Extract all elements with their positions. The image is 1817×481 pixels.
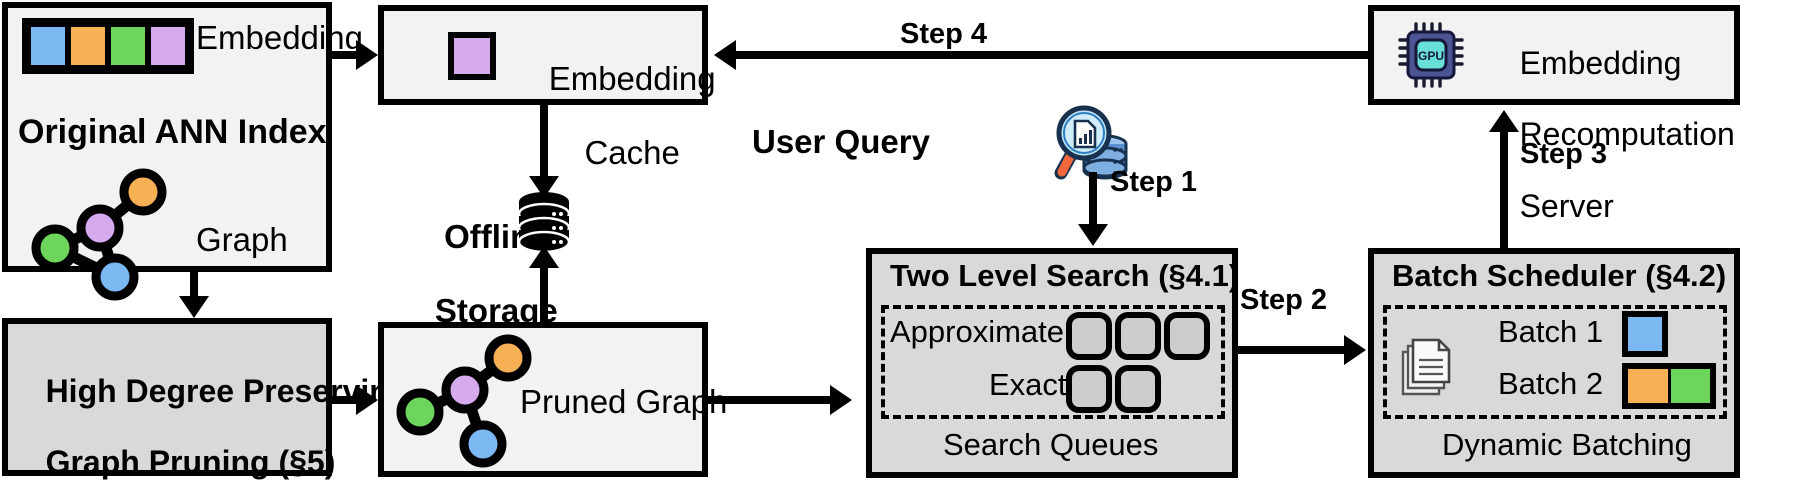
dynamic-batching-group: [1383, 305, 1727, 419]
graph-pruning-title: High Degree Preserving Graph Pruning (§5…: [10, 338, 409, 481]
original-ann-index-title: Original ANN Index: [18, 113, 327, 151]
arrowhead-cache-to-storage: [529, 176, 559, 198]
recomputation-server-line3: Server: [1519, 188, 1614, 225]
batch-1-label: Batch 1: [1498, 314, 1604, 349]
arrowhead-pruned-to-search: [830, 385, 852, 415]
embedding-swatch-purple: [148, 24, 188, 68]
connector-pruning-to-pruned: [332, 396, 358, 404]
graph-label: Graph: [196, 221, 288, 258]
queue-slot: [1066, 312, 1112, 360]
search-queues-group: [881, 305, 1225, 419]
connector-pruned-to-search: [708, 396, 832, 404]
search-queues-footer: Search Queues: [943, 427, 1159, 462]
queue-slot: [1164, 312, 1210, 360]
embedding-swatch-green: [108, 24, 148, 68]
recomputation-server-title: Embedding Recomputation Server: [1484, 10, 1735, 261]
exact-label: Exact: [989, 367, 1067, 402]
connector-cache-to-storage: [540, 105, 548, 183]
connector-index-to-pruning: [190, 272, 198, 302]
graph-pruning-line2: Graph Pruning (§5): [45, 444, 336, 481]
connector-index-to-cache: [332, 51, 358, 59]
batch-1-item-blue: [1622, 311, 1668, 357]
embedding-swatch-strip: [22, 18, 194, 74]
dynamic-batching-footer: Dynamic Batching: [1442, 427, 1692, 462]
connector-scheduler-to-server: [1500, 128, 1508, 250]
queue-slot: [1115, 312, 1161, 360]
embedding-swatch-orange: [68, 24, 108, 68]
approximate-queue-slots: [1066, 312, 1210, 360]
arrowhead-server-to-cache: [714, 40, 736, 70]
batch-2-label: Batch 2: [1498, 366, 1604, 401]
batch-2-item-green: [1670, 369, 1710, 403]
pruned-graph-icon: [396, 334, 532, 468]
arrowhead-query-to-search: [1078, 224, 1108, 246]
step-2-label: Step 2: [1240, 284, 1328, 316]
connector-search-to-scheduler: [1238, 346, 1346, 354]
approximate-label: Approximate: [890, 314, 1065, 349]
arrowhead-pruned-to-storage: [529, 246, 559, 268]
connector-query-to-search: [1089, 172, 1097, 230]
recomputation-server-line1: Embedding: [1519, 44, 1682, 81]
gpu-chip-icon: GPU: [1398, 22, 1464, 88]
connector-server-to-cache: [736, 51, 1370, 59]
query-magnifier-database-icon: [1054, 105, 1128, 180]
connector-pruned-to-storage: [540, 262, 548, 322]
embedding-cache-swatch: [448, 32, 496, 80]
pruned-graph-label: Pruned Graph: [520, 383, 728, 420]
recomputation-server-line2: Recomputation: [1519, 116, 1735, 153]
step-1-label: Step 1: [1110, 166, 1198, 198]
queue-slot: [1115, 365, 1161, 413]
exact-queue-slots: [1066, 365, 1161, 413]
embedding-swatch-blue: [28, 24, 68, 68]
queue-slot: [1066, 365, 1112, 413]
batch-2-item-orange: [1628, 369, 1671, 403]
arrowhead-scheduler-to-server: [1489, 110, 1519, 132]
arrowhead-index-to-cache: [356, 40, 378, 70]
batch-2-items: [1622, 363, 1716, 409]
two-level-search-box: [866, 248, 1238, 478]
batch-scheduler-title: Batch Scheduler (§4.2): [1392, 258, 1727, 293]
original-graph-icon: [31, 168, 167, 301]
embedding-label: Embedding: [196, 19, 363, 56]
arrowhead-index-to-pruning: [179, 296, 209, 318]
step-3-label: Step 3: [1520, 138, 1608, 170]
arrowhead-search-to-scheduler: [1344, 335, 1366, 365]
embedding-cache-title-line1: Embedding: [548, 59, 716, 97]
two-level-search-title: Two Level Search (§4.1): [890, 258, 1240, 293]
documents-stack-icon: [1401, 338, 1451, 396]
embedding-cache-title-line2: Cache: [584, 133, 680, 171]
graph-pruning-box: [2, 318, 332, 476]
embedding-cache-box: [378, 5, 708, 105]
embedding-cache-title: Embedding Cache: [512, 24, 716, 209]
arrowhead-pruning-to-pruned: [356, 385, 378, 415]
gpu-icon-text: GPU: [1418, 49, 1444, 63]
step-4-label: Step 4: [900, 18, 988, 50]
user-query-label: User Query: [752, 123, 930, 160]
